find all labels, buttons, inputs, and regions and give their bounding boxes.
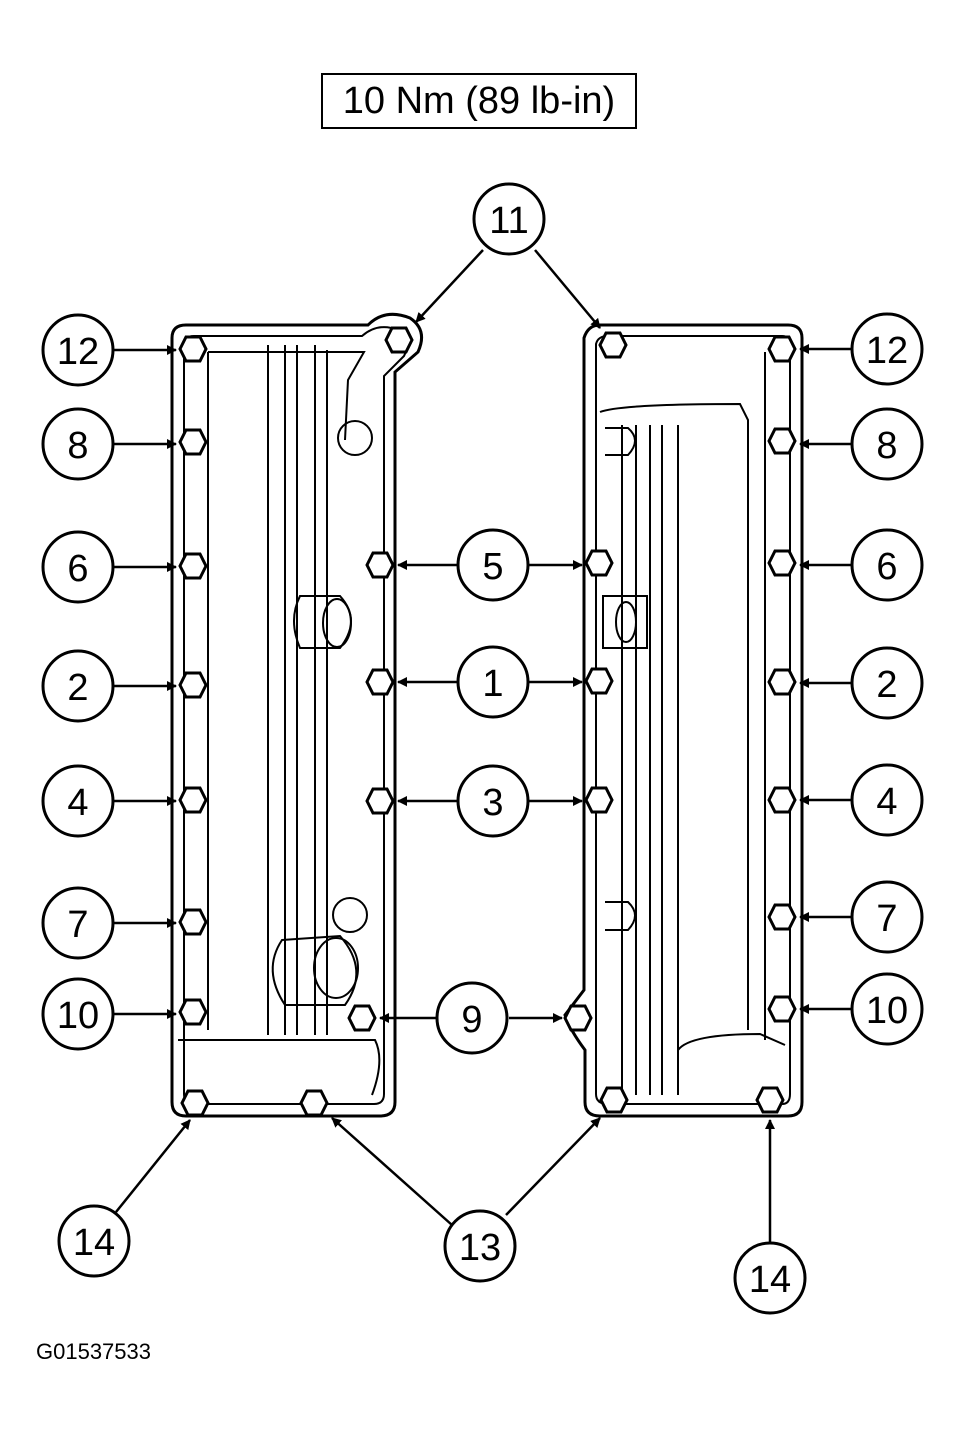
callout-label: 4: [67, 782, 88, 824]
callout-3: [456, 764, 530, 838]
bolt-icon: [767, 549, 797, 577]
callout-label: 6: [67, 548, 88, 590]
callout-label: 4: [876, 781, 897, 823]
bolt-icon: [365, 787, 395, 815]
callout-6-right: [850, 528, 924, 602]
callout-6-left: [41, 530, 115, 604]
callout-label: 7: [67, 904, 88, 946]
callout-2-left: [41, 649, 115, 723]
left-valve-cover: [170, 312, 424, 1118]
callout-4-right: [850, 763, 924, 837]
callout-label: 14: [73, 1222, 115, 1264]
callout-label: 1: [482, 663, 503, 705]
callout-label: 12: [57, 331, 99, 373]
callout-1: [456, 645, 530, 719]
callout-12-left: [41, 313, 115, 387]
bolt-icon: [767, 995, 797, 1023]
callout-label: 2: [876, 664, 897, 706]
bolt-icon: [767, 427, 797, 455]
bolt-icon: [178, 552, 208, 580]
callout-label: 2: [67, 667, 88, 709]
bolt-icon: [180, 1089, 210, 1117]
callout-13: [443, 1209, 517, 1283]
callout-7-left: [41, 886, 115, 960]
callout-label: 8: [876, 425, 897, 467]
callout-5: [456, 528, 530, 602]
callout-label: 12: [866, 330, 908, 372]
callout-label: 10: [866, 990, 908, 1032]
callout-9: [435, 981, 509, 1055]
bolt-icon: [365, 668, 395, 696]
bolt-icon: [178, 786, 208, 814]
callout-label: 14: [749, 1259, 791, 1301]
bolt-icon: [347, 1004, 377, 1032]
bolt-icon: [584, 667, 614, 695]
bolt-icon: [178, 998, 208, 1026]
bolt-icon: [178, 335, 208, 363]
callout-7-right: [850, 880, 924, 954]
bolt-icon: [584, 786, 614, 814]
right-valve-cover: [563, 323, 804, 1118]
bolt-icon: [299, 1089, 329, 1117]
callout-label: 10: [57, 995, 99, 1037]
callout-label: 6: [876, 546, 897, 588]
bolt-icon: [178, 671, 208, 699]
callout-label: 5: [482, 546, 503, 588]
bolt-icon: [599, 1086, 629, 1114]
bolt-icon: [767, 668, 797, 696]
bolt-icon: [384, 326, 414, 354]
bolt-icon: [365, 551, 395, 579]
bolt-icon: [563, 1004, 593, 1032]
bolt-icon: [767, 786, 797, 814]
bolt-icon: [767, 335, 797, 363]
callout-label: 13: [459, 1227, 501, 1269]
bolt-icon: [598, 331, 628, 359]
callout-label: 3: [482, 782, 503, 824]
bolt-icon: [755, 1086, 785, 1114]
bolt-icon: [178, 908, 208, 936]
callout-12-right: [850, 312, 924, 386]
callout-11: [472, 182, 546, 256]
bolt-icon: [178, 428, 208, 456]
callout-label: 8: [67, 425, 88, 467]
bolt-icon: [584, 549, 614, 577]
callout-label: 9: [461, 999, 482, 1041]
callout-10-right: [850, 972, 924, 1046]
callout-label: 7: [876, 898, 897, 940]
callout-14-right: [733, 1241, 807, 1315]
torque-spec-label: 10 Nm (89 lb-in): [321, 73, 637, 129]
leader-arrows: [113, 249, 852, 1243]
callout-14-left: [57, 1204, 131, 1278]
callout-2-right: [850, 646, 924, 720]
callout-4-left: [41, 764, 115, 838]
callout-8-right: [850, 407, 924, 481]
callout-8-left: [41, 407, 115, 481]
callout-label: 11: [489, 200, 528, 242]
bolt-icon: [767, 903, 797, 931]
callout-10-left: [41, 977, 115, 1051]
figure-id: G01537533: [36, 1339, 151, 1364]
bolt-group: [178, 326, 797, 1117]
